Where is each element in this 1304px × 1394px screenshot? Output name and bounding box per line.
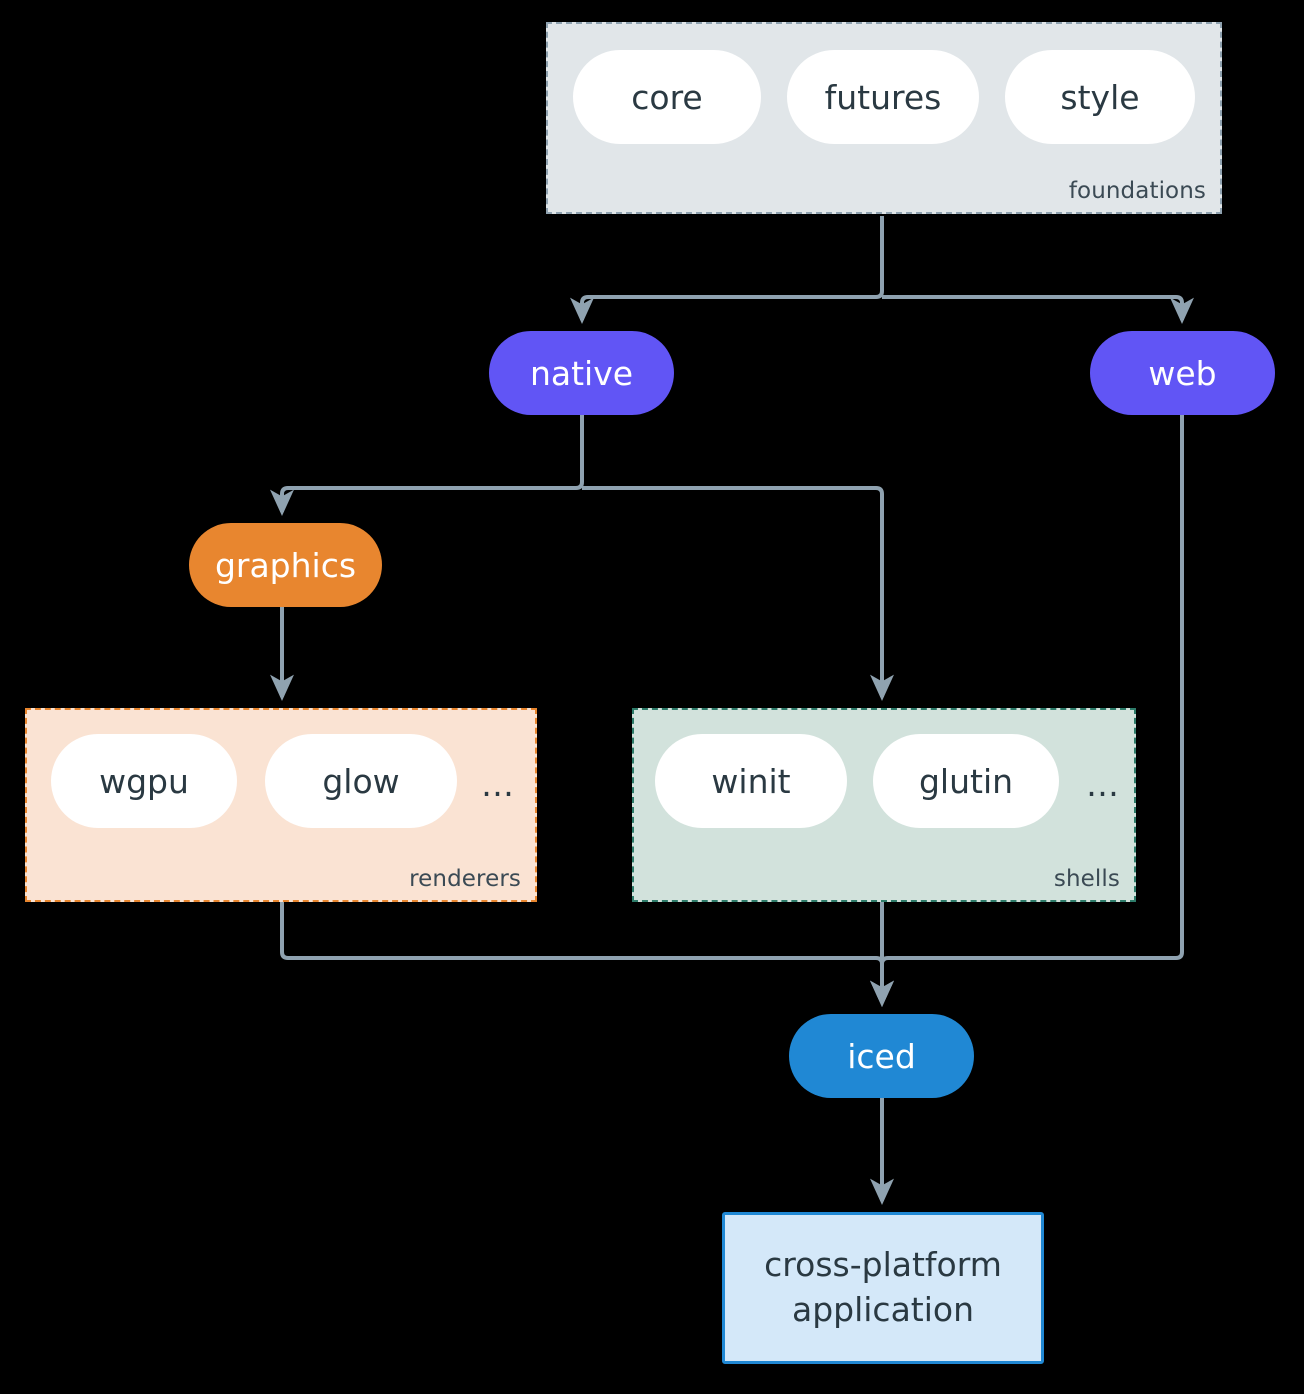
node-label-native: native xyxy=(529,353,634,393)
cluster-label-foundations: foundations xyxy=(1068,178,1206,204)
node-futures[interactable]: futures xyxy=(787,50,979,144)
edge-foundations-native xyxy=(569,216,884,325)
node-label-wgpu: wgpu xyxy=(99,761,189,801)
edge-native-graphics xyxy=(269,415,584,517)
node-native[interactable]: native xyxy=(489,331,674,415)
node-label-winit: winit xyxy=(711,761,791,801)
node-cross-platform-application[interactable]: cross-platform application xyxy=(722,1212,1044,1364)
node-label-application-line1: cross-platform xyxy=(764,1245,1002,1285)
node-wgpu[interactable]: wgpu xyxy=(51,734,237,828)
cluster-label-shells: shells xyxy=(1053,866,1120,892)
node-style[interactable]: style xyxy=(1005,50,1195,144)
node-label-glutin: glutin xyxy=(918,761,1014,801)
node-label-core: core xyxy=(631,77,703,117)
node-label-futures: futures xyxy=(824,77,942,117)
node-label-glow: glow xyxy=(322,761,400,801)
node-web[interactable]: web xyxy=(1090,331,1275,415)
node-shells-more: … xyxy=(1086,765,1119,804)
edge-native-shells xyxy=(582,486,894,702)
node-glow[interactable]: glow xyxy=(265,734,457,828)
edge-renderers-iced xyxy=(280,902,894,1008)
node-label-iced: iced xyxy=(847,1036,916,1076)
node-winit[interactable]: winit xyxy=(655,734,847,828)
node-label-web: web xyxy=(1148,353,1217,393)
node-glutin[interactable]: glutin xyxy=(873,734,1059,828)
node-renderers-more: … xyxy=(481,765,514,804)
cluster-label-renderers: renderers xyxy=(409,866,521,892)
node-core[interactable]: core xyxy=(573,50,761,144)
node-graphics[interactable]: graphics xyxy=(189,523,382,607)
edge-foundations-web xyxy=(882,295,1194,325)
node-label-application-line2: application xyxy=(791,1290,975,1329)
node-label-graphics: graphics xyxy=(214,545,357,585)
node-iced[interactable]: iced xyxy=(789,1014,974,1098)
node-label-style: style xyxy=(1060,77,1140,117)
